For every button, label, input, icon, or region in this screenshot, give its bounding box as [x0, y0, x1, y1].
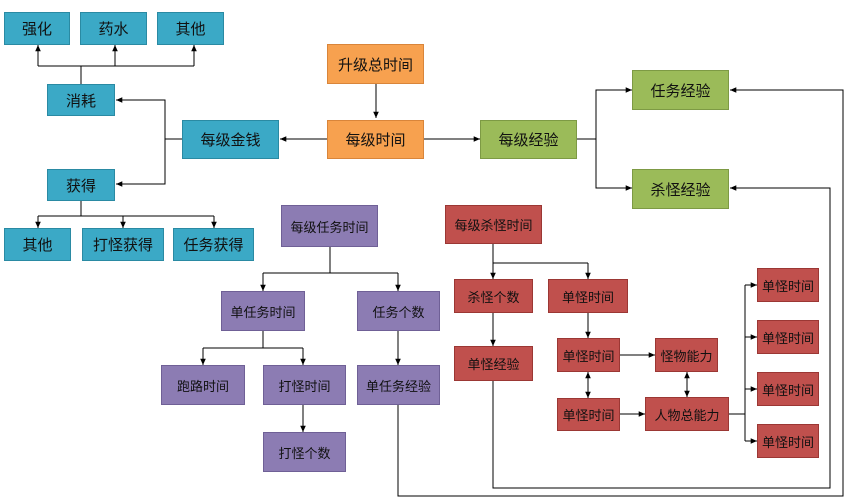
node-danguai-shijian-r1[interactable]: 单怪时间 — [757, 268, 819, 302]
node-yaoshui[interactable]: 药水 — [80, 12, 147, 45]
node-qianghua[interactable]: 强化 — [4, 12, 70, 45]
edge-jingyan-to-shaguai — [595, 139, 632, 191]
node-paolu-shijian[interactable]: 跑路时间 — [161, 365, 245, 405]
node-dan-renwu-shijian[interactable]: 单任务时间 — [221, 291, 305, 331]
node-dagua-geshu[interactable]: 打怪个数 — [263, 432, 346, 472]
edge-jinqian-split — [116, 97, 182, 140]
node-qita-bottom[interactable]: 其他 — [4, 228, 71, 261]
edge-danguai-jingyan-to-shaguai-jingyan — [492, 185, 831, 489]
node-danguai-shijian-low[interactable]: 单怪时间 — [557, 398, 620, 431]
node-qita-top[interactable]: 其他 — [157, 12, 224, 45]
node-shengji-zongshijian[interactable]: 升级总时间 — [327, 44, 424, 84]
node-danguai-shijian-r4[interactable]: 单怪时间 — [757, 424, 819, 458]
node-danguai-shijian-mid[interactable]: 单怪时间 — [557, 338, 620, 372]
node-renwu-huode[interactable]: 任务获得 — [173, 228, 254, 261]
node-renwu-zong-nengli[interactable]: 人物总能力 — [645, 397, 729, 431]
edge-jingyan-to-renwu — [577, 87, 632, 140]
node-meiji-jinqian[interactable]: 每级金钱 — [182, 120, 279, 159]
node-dagua-shijian[interactable]: 打怪时间 — [263, 365, 346, 405]
node-danguai-shijian-r2[interactable]: 单怪时间 — [757, 320, 819, 354]
node-danguai-shijian-r3[interactable]: 单怪时间 — [757, 372, 819, 406]
node-dan-renwu-jingyan[interactable]: 单任务经验 — [357, 365, 440, 405]
node-xiaohao[interactable]: 消耗 — [47, 84, 115, 116]
edge-jinqian-huode — [116, 139, 166, 187]
node-shaguai-jingyan[interactable]: 杀怪经验 — [632, 169, 729, 209]
node-guaiwu-nengli[interactable]: 怪物能力 — [655, 338, 718, 372]
node-meiji-jingyan[interactable]: 每级经验 — [480, 120, 577, 159]
node-huode[interactable]: 获得 — [47, 169, 115, 201]
node-dagua-huode[interactable]: 打怪获得 — [82, 228, 164, 261]
node-danguai-jingyan[interactable]: 单怪经验 — [454, 346, 533, 381]
node-shaguai-geshu[interactable]: 杀怪个数 — [454, 279, 533, 313]
node-meiji-renwu-shijian[interactable]: 每级任务时间 — [281, 205, 378, 247]
node-meiji-shaguai-shijian[interactable]: 每级杀怪时间 — [445, 205, 542, 244]
node-renwu-geshu[interactable]: 任务个数 — [357, 291, 440, 331]
edge-dan-jingyan-to-renwu-jingyan — [397, 87, 844, 497]
node-danguai-shijian-top[interactable]: 单怪时间 — [548, 279, 628, 313]
node-renwu-jingyan[interactable]: 任务经验 — [632, 70, 729, 110]
node-meiji-shijian[interactable]: 每级时间 — [327, 120, 424, 159]
